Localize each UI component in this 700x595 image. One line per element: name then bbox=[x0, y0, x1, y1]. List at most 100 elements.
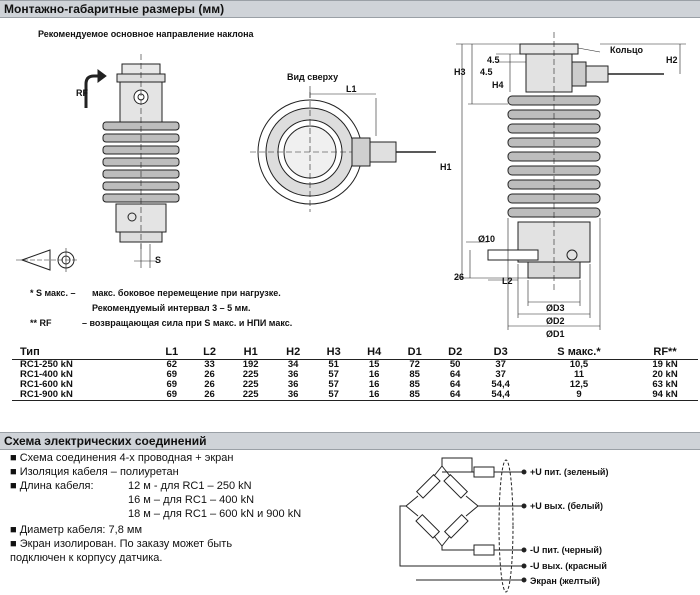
table-cell: RC1-400 kN bbox=[20, 369, 73, 380]
comp-resistor bbox=[473, 466, 495, 478]
table-cell: 36 bbox=[287, 369, 299, 380]
table-cell: 15 bbox=[368, 359, 380, 370]
top-view-caption: Вид сверху bbox=[287, 72, 339, 82]
bullet-icon: ■ bbox=[10, 452, 17, 464]
d2-label: ØD2 bbox=[546, 316, 565, 326]
col-header: H1 bbox=[228, 345, 273, 360]
table-cell: 11 bbox=[573, 369, 584, 380]
side-view-small-drawing bbox=[16, 248, 78, 272]
note-s-text: макс. боковое перемещение при нагрузке. bbox=[92, 288, 281, 298]
table-cell: 85 bbox=[409, 369, 420, 380]
note-rf-key: ** RF bbox=[30, 318, 52, 328]
section-dimensions-title: Монтажно-габаритные размеры (мм) bbox=[4, 2, 225, 16]
cable-length-600-900: 18 м – для RC1 – 600 kN и 900 kN bbox=[128, 508, 302, 520]
table-header-row: Тип L1 L2 H1 H2 H3 H4 D1 D2 D3 S макс.* … bbox=[12, 345, 698, 360]
cable-length-250: 12 м - для RC1 – 250 kN bbox=[128, 480, 252, 492]
table-cell: 72 bbox=[409, 359, 420, 370]
elec-line-length: ■ Длина кабеля: bbox=[10, 480, 94, 492]
table-cell: 9 bbox=[525, 390, 633, 401]
elec-text: Изоляция кабеля – полиуретан bbox=[19, 466, 179, 478]
front-view-drawing bbox=[84, 54, 180, 268]
table-cell: 16 bbox=[353, 390, 395, 401]
bullet-icon: ■ bbox=[10, 538, 17, 550]
elec-text: Длина кабеля: bbox=[19, 480, 94, 492]
h1-label: H1 bbox=[440, 162, 452, 172]
h2-label: H2 bbox=[666, 55, 678, 65]
h3-label: H3 bbox=[454, 67, 466, 77]
h4-label: H4 bbox=[492, 80, 504, 90]
elec-line-shield: ■ Экран изолирован. По заказу может быть bbox=[10, 538, 232, 550]
table-cell: 57 bbox=[313, 390, 354, 401]
col-header: S макс.* bbox=[525, 345, 633, 360]
l2-label: L2 bbox=[502, 276, 513, 286]
d26-label: 26 bbox=[454, 272, 465, 282]
table-cell: 26 bbox=[190, 390, 229, 401]
ring-label: Кольцо bbox=[610, 45, 644, 55]
table-row: RC1-250 kN 62 33 192 34 51 15 72 50 37 1… bbox=[12, 360, 698, 371]
cable-bundle bbox=[498, 459, 514, 593]
table-cell: 16 bbox=[368, 369, 380, 380]
top-view-drawing bbox=[250, 86, 436, 212]
table-cell: 33 bbox=[204, 359, 215, 370]
table-cell: 19 kN bbox=[652, 359, 678, 370]
table-cell: 57 bbox=[328, 379, 339, 390]
table-cell: RC1-900 kN bbox=[12, 390, 153, 401]
table-cell: 192 bbox=[242, 359, 259, 370]
section-dimensions-header: Монтажно-габаритные размеры (мм) bbox=[0, 0, 700, 18]
table-cell: 34 bbox=[287, 359, 299, 370]
bridge-resistor bbox=[415, 473, 441, 499]
table-cell: 36 bbox=[287, 379, 299, 390]
col-header: Тип bbox=[12, 345, 153, 360]
elec-line-diameter: ■ Диаметр кабеля: 7,8 мм bbox=[10, 524, 142, 536]
table-cell: 64 bbox=[449, 369, 461, 380]
wire-shield: Экран (желтый) bbox=[530, 576, 600, 586]
elec-text: Экран изолирован. По заказу может быть bbox=[19, 538, 233, 550]
col-header: H3 bbox=[313, 345, 354, 360]
wire-minus-output: -U вых. (красный bbox=[530, 561, 607, 571]
table-row: RC1-900 kN 69 26 225 36 57 16 85 64 54,4… bbox=[12, 390, 698, 401]
table-cell: 57 bbox=[328, 369, 339, 380]
elec-text: Схема соединения 4-х проводная + экран bbox=[19, 452, 234, 464]
l1-label: L1 bbox=[346, 84, 357, 94]
table-cell: 63 kN bbox=[652, 379, 678, 390]
d1-label: ØD1 bbox=[546, 329, 565, 339]
front-view-caption: Рекомендуемое основное направление накло… bbox=[38, 29, 254, 39]
table-cell: 225 bbox=[242, 369, 259, 380]
table-cell: 10,5 bbox=[569, 359, 589, 370]
table-cell: 26 bbox=[204, 379, 215, 390]
table-cell: 69 bbox=[166, 379, 178, 390]
table-cell: 62 bbox=[166, 359, 178, 370]
col-header: D3 bbox=[475, 345, 526, 360]
note-s-key: * S макс. – bbox=[30, 288, 76, 298]
col-header: L1 bbox=[152, 345, 191, 360]
table-cell: 37 bbox=[495, 369, 506, 380]
s-label: S bbox=[155, 255, 162, 265]
dim-45a-label: 4.5 bbox=[487, 55, 500, 65]
elec-line-insulation: ■ Изоляция кабеля – полиуретан bbox=[10, 466, 179, 478]
table-row: RC1-600 kN 69 26 225 36 57 16 85 64 54,4… bbox=[12, 380, 698, 390]
section-electrical-header: Схема электрических соединений bbox=[0, 432, 700, 450]
table-cell: 54,4 bbox=[475, 390, 526, 401]
table-cell: RC1-250 kN bbox=[20, 359, 73, 370]
bridge-resistor bbox=[443, 473, 469, 499]
elec-line-shield-cont: подключен к корпусу датчика. bbox=[10, 552, 163, 564]
side-view-drawing bbox=[456, 32, 686, 330]
table-cell: RC1-600 kN bbox=[20, 379, 73, 390]
col-header: H4 bbox=[353, 345, 395, 360]
section-electrical-title: Схема электрических соединений bbox=[4, 434, 207, 448]
table-row: RC1-400 kN 69 26 225 36 57 16 85 64 37 1… bbox=[12, 370, 698, 380]
note-rf-text: – возвращающая сила при S макс. и НПИ ма… bbox=[82, 318, 293, 328]
table-cell: 225 bbox=[228, 390, 273, 401]
note-s-text2: Рекомендуемый интервал 3 – 5 мм. bbox=[92, 303, 251, 313]
table-cell: 64 bbox=[449, 379, 461, 390]
table-cell: 20 kN bbox=[652, 369, 678, 380]
table-cell: 64 bbox=[434, 390, 476, 401]
rf-label: RF bbox=[76, 88, 88, 98]
wire-plus-output: +U вых. (белый) bbox=[530, 501, 603, 511]
comp-resistor bbox=[473, 544, 495, 556]
table-cell: 225 bbox=[242, 379, 259, 390]
table-cell: 50 bbox=[449, 359, 461, 370]
d10-label: Ø10 bbox=[478, 234, 496, 244]
bullet-icon: ■ bbox=[10, 480, 17, 492]
col-header: D1 bbox=[394, 345, 435, 360]
